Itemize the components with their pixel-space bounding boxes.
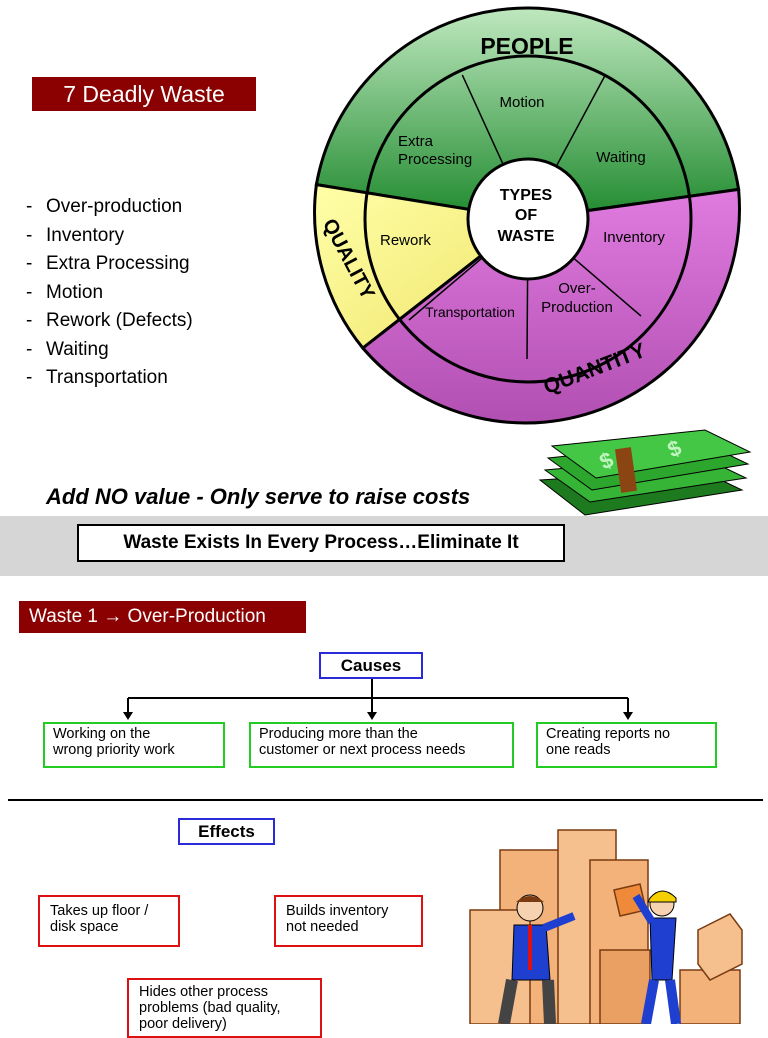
tagline: Add NO value - Only serve to raise costs [46, 484, 471, 509]
list-item: -Transportation [26, 367, 168, 388]
effects-heading: Effects [178, 818, 275, 845]
segment-inventory: Inventory [603, 229, 665, 246]
segment-rework: Rework [380, 232, 431, 249]
segment-over-production-2: Production [541, 299, 613, 316]
waste-list: -Over-production -Inventory -Extra Proce… [26, 193, 193, 393]
segment-transportation: Transportation [425, 304, 515, 320]
effect-box: Takes up floor /disk space [38, 895, 180, 947]
list-item: -Motion [26, 281, 104, 303]
overflowing-boxes-illustration [469, 829, 743, 1024]
causes-connector [123, 679, 633, 720]
segment-motion: Motion [499, 94, 544, 111]
segment-extra-processing-2: Processing [398, 151, 472, 168]
people-sector [314, 6, 741, 221]
segment-waiting: Waiting [596, 149, 645, 166]
waste-wheel-diagram: TYPES OF WASTE Motion Extra Processing W… [313, 6, 752, 516]
list-item: -Inventory [26, 224, 125, 246]
segment-over-production-1: Over- [558, 280, 596, 297]
causes-heading: Causes [319, 652, 423, 679]
wheel-center-line2: OF [515, 207, 537, 224]
list-item: -Over-production [26, 196, 183, 217]
page-title: 7 Deadly Waste [32, 77, 256, 111]
money-stack-illustration: $ $ [538, 429, 752, 516]
list-item: -Extra Processing [26, 253, 190, 274]
label-people: PEOPLE [480, 33, 573, 59]
section-title: Waste 1 → Over-Production [19, 601, 306, 633]
list-item: -Rework (Defects) [26, 310, 193, 331]
list-item: -Waiting [26, 338, 109, 360]
divider [8, 799, 763, 801]
wheel-center-line1: TYPES [500, 187, 553, 204]
wheel-center-line3: WASTE [498, 228, 555, 245]
segment-extra-processing-1: Extra [398, 133, 434, 150]
banner-text: Waste Exists In Every Process…Eliminate … [77, 524, 565, 562]
